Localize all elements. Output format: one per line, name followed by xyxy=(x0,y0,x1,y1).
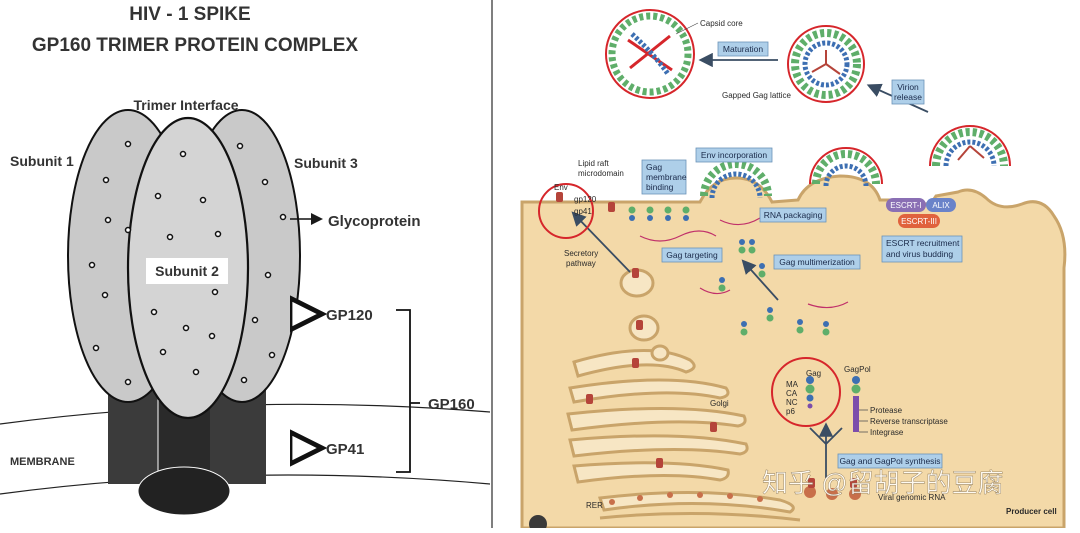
gapped-gag-lattice-label: Gapped Gag lattice xyxy=(722,91,791,100)
golgi-label: Golgi xyxy=(710,399,729,408)
gp41-base xyxy=(137,466,231,516)
membrane-label: MEMBRANE xyxy=(10,456,75,468)
secretory-pathway-label-1: Secretory xyxy=(564,249,598,258)
rough-er xyxy=(597,490,795,514)
escrt-iii-oval xyxy=(898,214,940,228)
env-incorporation-label: Env incorporation xyxy=(701,150,767,160)
glycoprotein-label: Glycoprotein xyxy=(328,213,421,230)
gag-multimerization-box xyxy=(773,254,861,270)
rna-packaging-label: RNA packaging xyxy=(764,210,823,220)
gp41-label-right: gp41 xyxy=(574,207,592,216)
budding-virion-left xyxy=(700,160,772,199)
viral-rna-label: Viral genomic RNA xyxy=(878,493,946,502)
env-molecules xyxy=(556,192,857,488)
rna-packaging-box xyxy=(759,207,827,223)
integrase-label: Integrase xyxy=(870,428,904,437)
arrow-secretory xyxy=(571,211,631,273)
virion-release-label-2: release xyxy=(894,92,922,102)
gp160-label: GP160 xyxy=(428,396,475,413)
gagpol-label: GagPol xyxy=(844,365,871,374)
ma-label: MA xyxy=(786,380,799,389)
synthesis-box xyxy=(837,453,943,469)
gag-membrane-binding-label-2: membrane xyxy=(646,172,687,182)
capsid-core-leader xyxy=(675,22,699,35)
rna-strands xyxy=(639,217,849,309)
ca-label: CA xyxy=(786,389,798,398)
gp160-bracket xyxy=(396,309,420,473)
ribosomes xyxy=(609,486,861,505)
gag-domain-stack xyxy=(805,376,815,409)
lipid-raft-label-1: Lipid raft xyxy=(578,159,609,168)
protease-label: Protease xyxy=(870,406,903,415)
nc-label: NC xyxy=(786,398,798,407)
maturation-label: Maturation xyxy=(723,44,763,54)
gag-targeting-label: Gag targeting xyxy=(666,250,718,260)
gag-multimerization-label: Gag multimerization xyxy=(779,257,855,267)
hiv-lifecycle-diagram: ESCRT-I ALIX ESCRT-III Maturation Virion… xyxy=(520,0,1080,533)
alix-oval xyxy=(926,198,956,212)
env-incorporation-box xyxy=(695,147,773,163)
subunit-3-label: Subunit 3 xyxy=(294,155,358,171)
immature-virion xyxy=(787,25,865,103)
escrt-recruitment-label-1: ESCRT recruitment xyxy=(886,238,960,248)
mature-virion xyxy=(605,9,695,99)
secretory-pathway-label-2: pathway xyxy=(566,259,596,268)
alix-label: ALIX xyxy=(932,201,950,210)
escrt-iii-label: ESCRT-III xyxy=(901,217,937,226)
gag-membrane-binding-box xyxy=(641,159,687,195)
escrt-i-oval xyxy=(886,198,926,212)
escrt-recruitment-label-2: and virus budding xyxy=(886,249,953,259)
gag-molecules xyxy=(628,206,830,336)
subunit-2-label-bg xyxy=(146,258,228,284)
subunit-1-label: Subunit 1 xyxy=(10,153,74,169)
glycoprotein-dots xyxy=(88,140,287,386)
rough-er-lower xyxy=(599,511,801,522)
synthesis-fork xyxy=(809,427,843,446)
env-label: Env xyxy=(554,183,568,192)
env-highlight-circle xyxy=(538,183,594,239)
virion-release-box xyxy=(891,79,925,105)
escrt-recruitment-box xyxy=(881,235,963,263)
gag-highlight-circle xyxy=(771,357,841,427)
lipid-raft-label-2: microdomain xyxy=(578,169,624,178)
gag-membrane-binding-label-3: binding xyxy=(646,182,674,192)
title-line-2: GP160 TRIMER PROTEIN COMPLEX xyxy=(32,35,359,56)
title-line-1: HIV - 1 SPIKE xyxy=(129,4,250,25)
trimer-interface-label: Trimer Interface xyxy=(133,97,238,113)
watermark: 知乎 @留胡子的豆腐 xyxy=(762,468,1004,498)
escrt-i-label: ESCRT-I xyxy=(890,201,921,210)
gag-label: Gag xyxy=(806,369,821,378)
virion-release-label-1: Virion xyxy=(897,82,919,92)
gp41-stalk-left xyxy=(108,386,162,484)
gp120-label: GP120 xyxy=(326,307,373,324)
reverse-transcriptase-label: Reverse transcriptase xyxy=(870,417,948,426)
capsid-core-label: Capsid core xyxy=(700,19,743,28)
synthesis-label: Gag and GagPol synthesis xyxy=(839,456,940,466)
hiv-spike-diagram: HIV - 1 SPIKE GP160 TRIMER PROTEIN COMPL… xyxy=(0,4,491,516)
gagpol-domain-stack xyxy=(851,376,868,433)
subunit-2-label: Subunit 2 xyxy=(155,263,219,279)
producer-cell-label: Producer cell xyxy=(1006,507,1057,516)
budding-virion-middle xyxy=(809,147,883,187)
p6-label: p6 xyxy=(786,407,795,416)
rer-label: RER xyxy=(586,501,603,510)
gag-targeting-box xyxy=(661,247,723,263)
maturation-box xyxy=(717,41,769,57)
gp120-label-right: gp120 xyxy=(574,195,597,204)
budding-virion-right xyxy=(929,125,1011,167)
gp41-label: GP41 xyxy=(326,441,364,458)
arrow-gag-targeting xyxy=(741,259,779,301)
gag-membrane-binding-label-1: Gag xyxy=(646,162,662,172)
